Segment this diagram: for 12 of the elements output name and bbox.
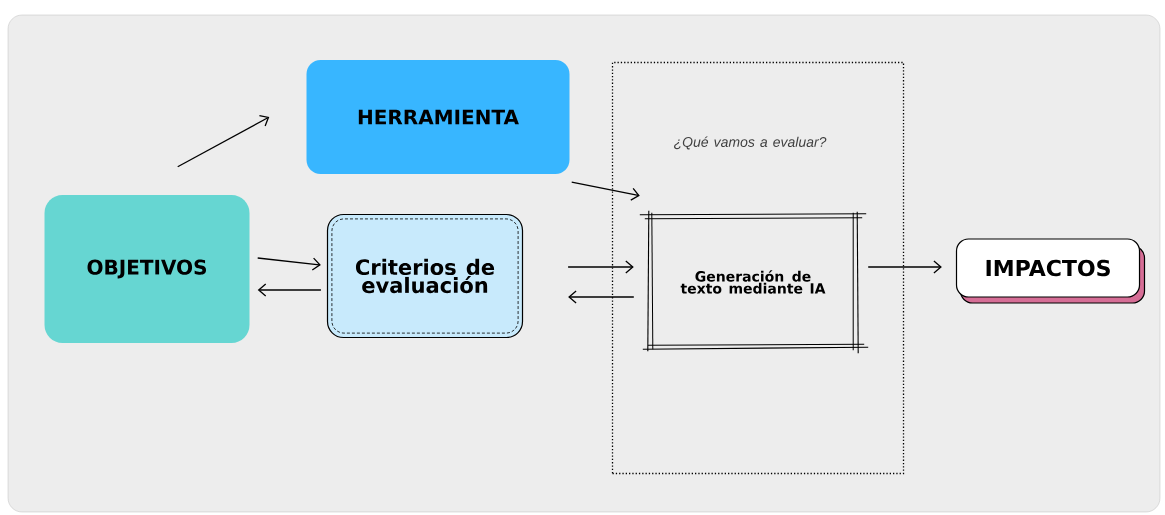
sketch-box: Generación de texto mediante IA [639, 210, 869, 354]
process-box: HERRAMIENTA [306, 60, 570, 174]
arrow [571, 181, 640, 201]
arrow [867, 260, 942, 274]
process-box: OBJETIVOS [44, 195, 250, 343]
result-box: IMPACTOS [955, 238, 1146, 304]
arrow [567, 260, 634, 274]
arrow [257, 283, 322, 297]
arrow [177, 114, 270, 168]
arrow [568, 290, 635, 304]
process-box: Criterios de evaluación [326, 213, 524, 339]
arrow [257, 257, 321, 271]
